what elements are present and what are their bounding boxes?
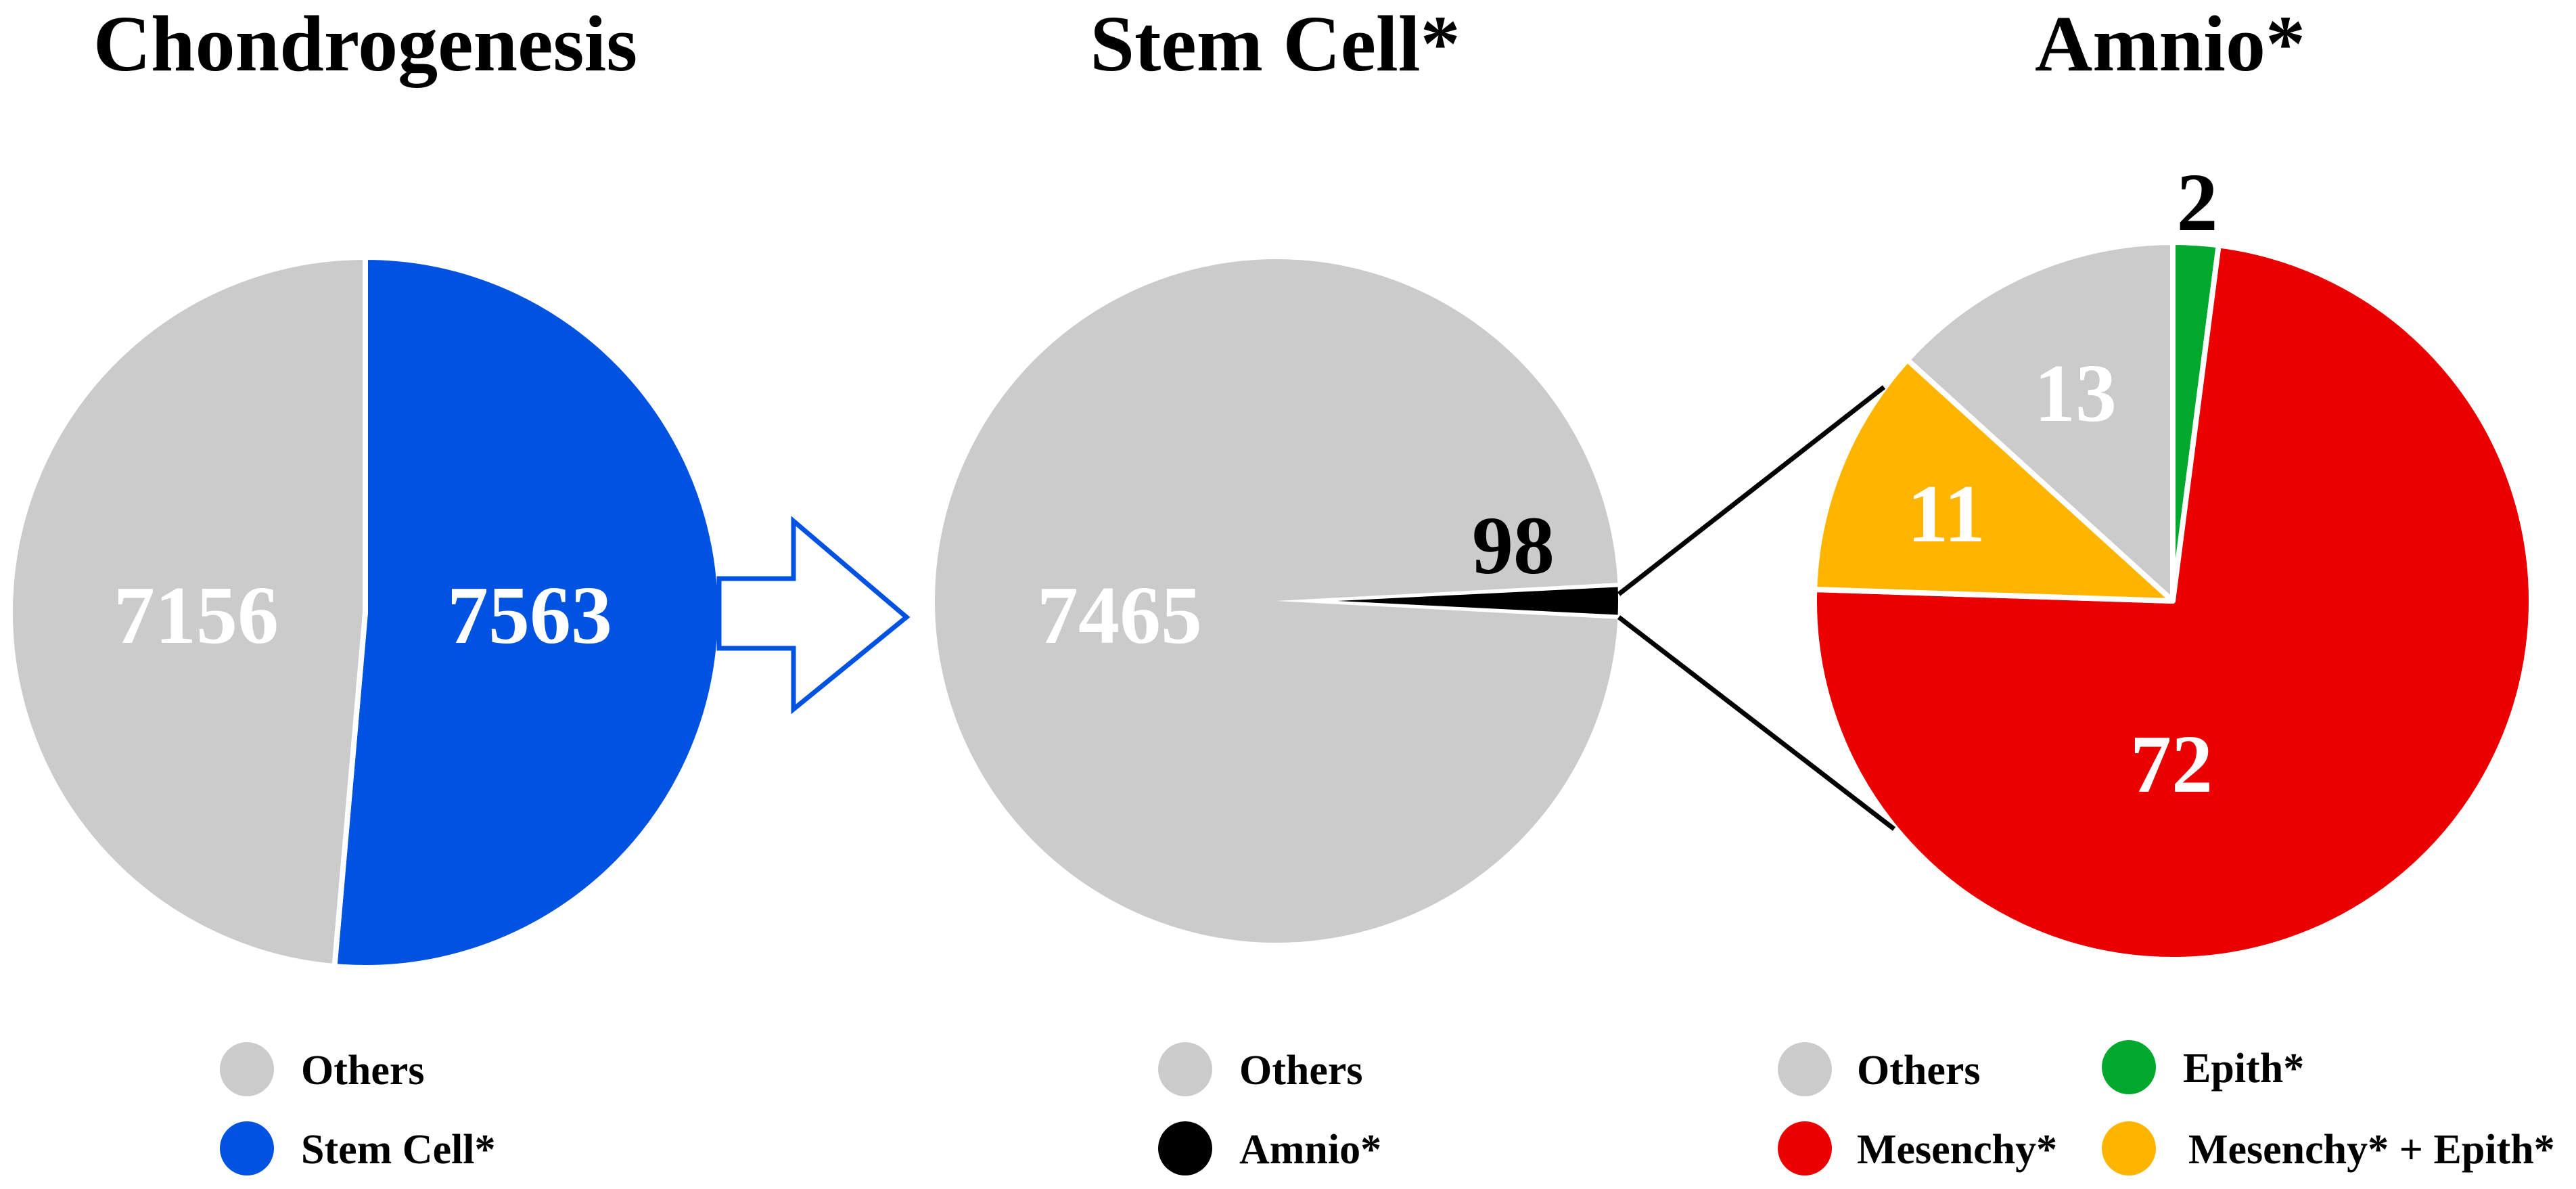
data-label-amnio-others: 13	[2034, 348, 2117, 439]
legend-label-others: Others	[1239, 1048, 1363, 1094]
legend-swatch-mesenchy-epith	[2102, 1121, 2156, 1175]
amnio-pie	[1812, 240, 2534, 962]
legend-label-mesenchy-epith: Mesenchy* + Epith*	[2188, 1127, 2555, 1173]
legend-label-mesenchy: Mesenchy*	[1857, 1127, 2057, 1173]
legend-swatch-stem-cell	[220, 1121, 274, 1175]
chondrogenesis-title: Chondrogenesis	[93, 0, 637, 88]
zoom-line-bottom	[1617, 615, 1896, 831]
data-label-chondro-others: 7156	[114, 570, 279, 661]
legend-swatch-amnio	[1158, 1121, 1212, 1175]
pie-slice-others	[7, 254, 368, 970]
data-label-amnio-epith: 2	[2177, 157, 2218, 248]
data-label-chondro-stem-cell: 7563	[447, 570, 612, 661]
legend-swatch-others	[1158, 1042, 1212, 1096]
legend-swatch-others	[1778, 1042, 1832, 1096]
legend-label-others: Others	[301, 1048, 425, 1094]
chondrogenesis-pie	[7, 254, 723, 970]
stem-cell-pie	[935, 259, 1620, 943]
legend-swatch-epith	[2102, 1040, 2156, 1094]
stem-cell-title: Stem Cell*	[1090, 0, 1460, 88]
legend-swatch-others	[220, 1042, 274, 1096]
data-label-amnio-mesenchy: 72	[2130, 719, 2213, 810]
data-label-amnio-mesenchy-epith: 11	[1907, 468, 1985, 560]
pie-slice-mesenchy-epith	[1812, 357, 2176, 604]
legend-label-stem-cell: Stem Cell*	[301, 1127, 496, 1173]
legend-stem-cell: Others Amnio*	[1158, 1042, 1381, 1175]
pie-slice-amnio	[1337, 587, 1618, 615]
legend-label-others: Others	[1857, 1048, 1981, 1094]
expand-arrow	[716, 516, 911, 715]
data-label-stem-amnio: 98	[1472, 500, 1555, 591]
legend-label-amnio: Amnio*	[1239, 1127, 1381, 1173]
legend-swatch-mesenchy	[1778, 1121, 1832, 1175]
legend-amnio: Others Epith* Mesenchy* Mesenchy* + Epit…	[1778, 1040, 2555, 1175]
zoom-line-top	[1617, 385, 1886, 596]
data-label-stem-others: 7465	[1037, 570, 1202, 661]
legend-label-epith: Epith*	[2183, 1046, 2304, 1092]
legend-chondrogenesis: Others Stem Cell*	[220, 1042, 496, 1175]
pie-slice-others	[1904, 240, 2176, 604]
amnio-title: Amnio*	[2035, 0, 2305, 88]
